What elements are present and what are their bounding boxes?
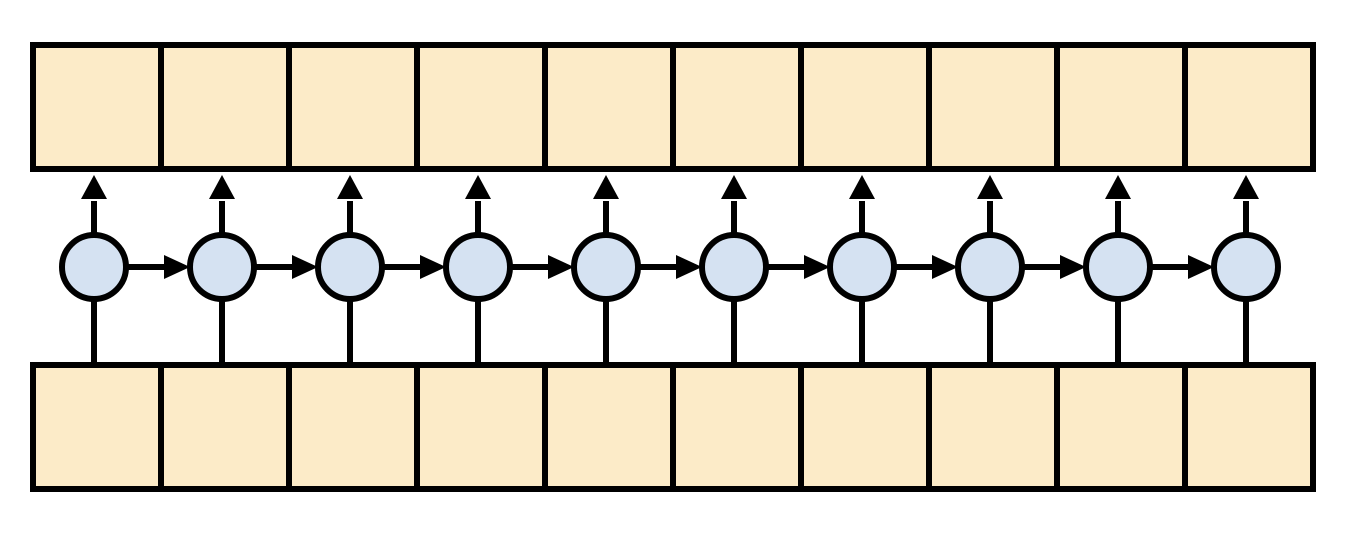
hidden-to-hidden-arrow — [894, 255, 958, 279]
hidden-to-output-arrow — [81, 175, 107, 235]
hidden-to-output-arrow — [593, 175, 619, 235]
output-cell[interactable] — [1182, 42, 1316, 172]
hidden-to-hidden-arrow — [510, 255, 574, 279]
hidden-to-output-arrow — [337, 175, 363, 235]
hidden-to-hidden-arrow — [126, 255, 190, 279]
hidden-to-hidden-arrow — [638, 255, 702, 279]
output-cell[interactable] — [414, 42, 548, 172]
output-cell[interactable] — [158, 42, 292, 172]
input-cell[interactable] — [414, 362, 548, 492]
output-sequence-row — [30, 42, 1316, 172]
input-cell[interactable] — [670, 362, 804, 492]
output-cell[interactable] — [542, 42, 676, 172]
input-cell[interactable] — [1054, 362, 1188, 492]
input-cell[interactable] — [926, 362, 1060, 492]
input-cell[interactable] — [158, 362, 292, 492]
input-to-hidden-edges — [91, 299, 1249, 362]
hidden-state-node[interactable] — [443, 232, 513, 302]
hidden-state-node[interactable] — [955, 232, 1025, 302]
hidden-state-node[interactable] — [1211, 232, 1281, 302]
hidden-state-node[interactable] — [1083, 232, 1153, 302]
input-cell[interactable] — [286, 362, 420, 492]
output-cell[interactable] — [30, 42, 164, 172]
input-cell[interactable] — [542, 362, 676, 492]
output-cell[interactable] — [798, 42, 932, 172]
input-cell[interactable] — [1182, 362, 1316, 492]
hidden-to-hidden-arrow — [382, 255, 446, 279]
hidden-state-node[interactable] — [59, 232, 129, 302]
hidden-to-hidden-edges — [126, 255, 1214, 279]
hidden-to-output-arrow — [721, 175, 747, 235]
hidden-state-node[interactable] — [699, 232, 769, 302]
hidden-to-output-arrow — [849, 175, 875, 235]
hidden-to-hidden-arrow — [1150, 255, 1214, 279]
output-cell[interactable] — [1054, 42, 1188, 172]
input-cell[interactable] — [798, 362, 932, 492]
hidden-to-output-edges — [81, 175, 1259, 235]
hidden-state-node[interactable] — [827, 232, 897, 302]
output-cell[interactable] — [286, 42, 420, 172]
hidden-to-output-arrow — [977, 175, 1003, 235]
output-cell[interactable] — [926, 42, 1060, 172]
hidden-to-output-arrow — [465, 175, 491, 235]
hidden-to-output-arrow — [1105, 175, 1131, 235]
hidden-to-output-arrow — [1233, 175, 1259, 235]
hidden-state-node[interactable] — [315, 232, 385, 302]
hidden-state-node[interactable] — [187, 232, 257, 302]
hidden-to-hidden-arrow — [254, 255, 318, 279]
hidden-state-row — [59, 232, 1281, 302]
output-cell[interactable] — [670, 42, 804, 172]
hidden-to-hidden-arrow — [1022, 255, 1086, 279]
input-sequence-row — [30, 362, 1316, 492]
hidden-to-output-arrow — [209, 175, 235, 235]
hidden-to-hidden-arrow — [766, 255, 830, 279]
input-cell[interactable] — [30, 362, 164, 492]
hidden-state-node[interactable] — [571, 232, 641, 302]
